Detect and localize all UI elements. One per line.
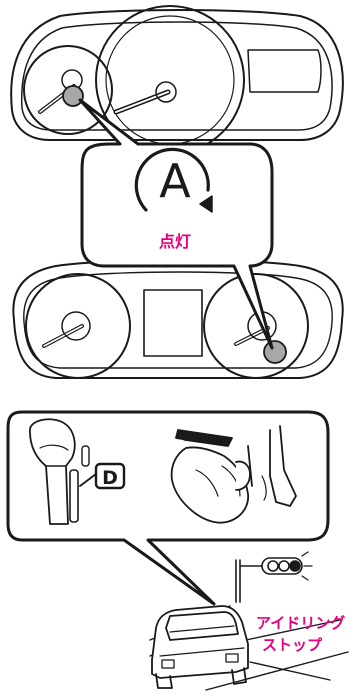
idling-stop-label-line1: アイドリング (256, 614, 345, 632)
indicator-status-label: 点灯 (159, 232, 191, 251)
top-indicator-lamp (63, 86, 83, 106)
car-icon (152, 606, 248, 688)
top-instrument-cluster (11, 6, 343, 154)
gear-label: D (102, 467, 118, 489)
indicator-callout (80, 100, 272, 348)
bottom-indicator-lamp (264, 341, 286, 363)
traffic-light-icon (236, 552, 312, 602)
idling-stop-label-line2: ストップ (262, 636, 323, 654)
indicator-symbol: A (159, 154, 191, 208)
bottom-instrument-cluster (13, 260, 342, 378)
